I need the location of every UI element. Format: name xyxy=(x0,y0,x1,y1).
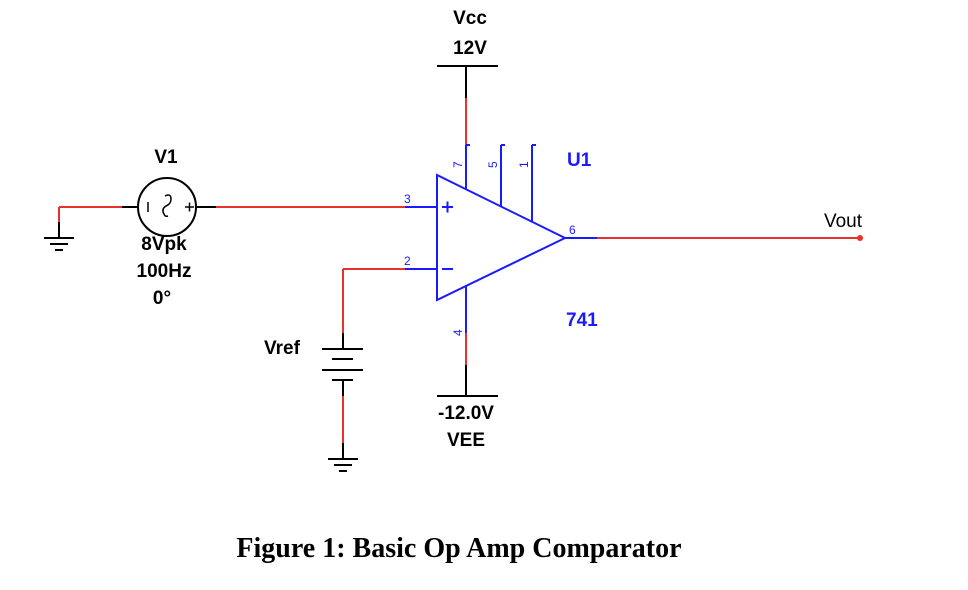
vcc-supply: Vcc 12V xyxy=(437,8,498,145)
pin-6-label: 6 xyxy=(569,223,576,237)
v1-frequency: 100Hz xyxy=(137,261,192,282)
output-net: Vout xyxy=(597,211,863,241)
vout-label: Vout xyxy=(824,211,863,232)
pin-2-label: 2 xyxy=(404,254,411,268)
pin-3-label: 3 xyxy=(404,192,411,206)
pin-5-label: 5 xyxy=(486,161,500,168)
opamp-model: 741 xyxy=(566,310,598,331)
opamp-name: U1 xyxy=(567,150,592,171)
opamp-u1: 7 5 1 3 2 6 4 U1 741 xyxy=(404,144,598,336)
pin-7-label: 7 xyxy=(451,161,465,168)
vref-label: Vref xyxy=(264,338,301,359)
vee-value: -12.0V xyxy=(438,403,494,424)
ground-icon xyxy=(328,458,358,472)
vee-label: VEE xyxy=(447,430,485,451)
source-v1: V1 8Vpk 100Hz 0° xyxy=(44,147,405,309)
ground-icon xyxy=(44,237,74,251)
output-terminal xyxy=(857,235,863,241)
v1-amplitude: 8Vpk xyxy=(141,234,187,255)
vcc-value: 12V xyxy=(453,38,487,59)
pin-1-label: 1 xyxy=(517,161,531,168)
pin-4-label: 4 xyxy=(451,329,465,336)
vcc-label: Vcc xyxy=(453,8,487,29)
figure-caption: Figure 1: Basic Op Amp Comparator xyxy=(236,533,681,564)
v1-phase: 0° xyxy=(153,288,171,309)
vee-supply: -12.0V VEE xyxy=(437,333,498,451)
vref-battery: Vref xyxy=(264,268,405,472)
v1-label: V1 xyxy=(154,147,178,168)
